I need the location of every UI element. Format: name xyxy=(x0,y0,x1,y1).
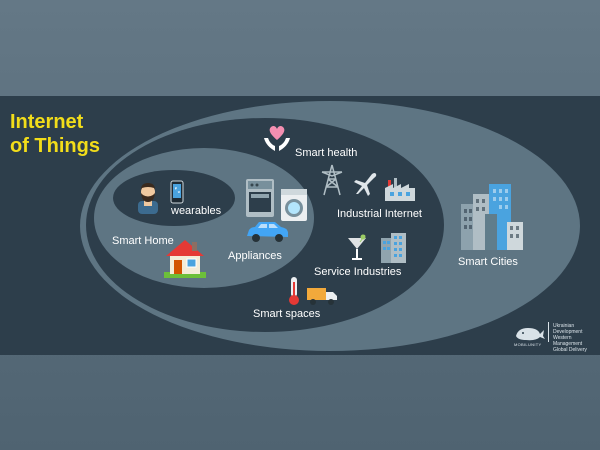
logo-tagline-line-3: Global Delivery xyxy=(553,347,587,353)
logo-tagline-line-1: Ukrainian Development xyxy=(553,323,583,335)
label-wearables: wearables xyxy=(171,205,222,217)
diagram-title: Internet of Things xyxy=(10,110,100,158)
label-industrial-internet: Industrial Internet xyxy=(337,208,422,220)
logo-tagline-line-2: Western Management xyxy=(553,335,583,347)
city-buildings-icon xyxy=(461,184,523,250)
whale-logo-icon xyxy=(516,328,545,341)
cocktail-icon xyxy=(348,234,366,260)
factory-icon xyxy=(385,178,415,201)
title-line-1: Internet xyxy=(10,111,84,133)
heart-hands-icon xyxy=(264,125,290,151)
smartphone-icon xyxy=(170,180,184,204)
title-line-2: of Things xyxy=(10,135,100,157)
car-icon xyxy=(247,222,288,242)
person-icon xyxy=(138,183,158,214)
label-smart-cities: Smart Cities xyxy=(458,256,518,268)
house-icon xyxy=(164,240,206,278)
logo-tagline: Ukrainian Development Western Management… xyxy=(553,323,600,353)
label-smart-spaces: Smart spaces xyxy=(253,308,321,320)
logo-name: MOBILUNITY xyxy=(514,342,542,347)
logo-separator xyxy=(548,322,549,342)
truck-icon xyxy=(307,288,337,305)
label-appliances: Appliances xyxy=(228,250,282,262)
fridge-icon xyxy=(246,179,274,217)
washing-machine-icon xyxy=(281,189,307,221)
iot-diagram-panel: Internet of Things wearables Smart Home xyxy=(0,96,600,355)
thermometer-icon xyxy=(289,277,299,305)
label-service-industries: Service Industries xyxy=(314,266,402,278)
power-tower-icon xyxy=(321,164,343,196)
label-smart-home: Smart Home xyxy=(112,235,174,247)
label-smart-health: Smart health xyxy=(295,147,358,159)
office-building-icon xyxy=(381,233,406,263)
airplane-icon xyxy=(354,173,377,196)
